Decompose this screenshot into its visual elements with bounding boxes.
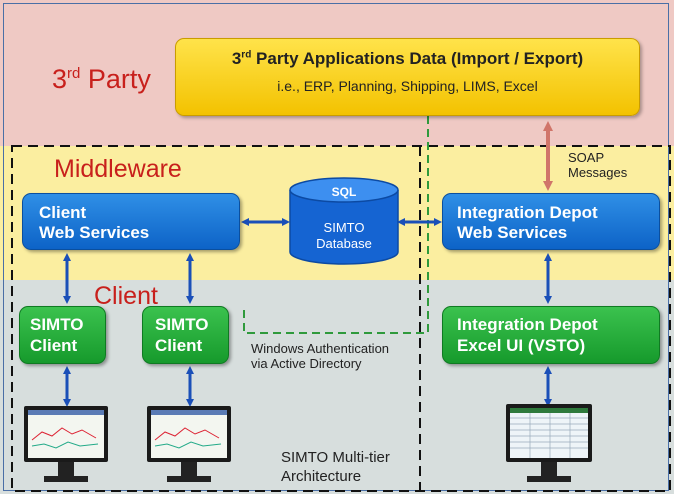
arch-line1: SIMTO Multi-tier: [281, 449, 390, 466]
winauth-line2: via Active Directory: [251, 356, 362, 371]
simto-client-box-2: SIMTO Client: [142, 306, 229, 364]
winauth-line1: Windows Authentication: [251, 341, 390, 356]
simto-client-2-line2: Client: [155, 336, 203, 355]
simto-client-2-line1: SIMTO: [155, 315, 209, 334]
monitor-icon-3: [506, 404, 592, 482]
database-icon: [289, 177, 399, 265]
idx-line1: Integration Depot: [457, 315, 598, 334]
database-tag: SQL: [331, 185, 357, 199]
client-layer-label: Client: [94, 282, 158, 310]
monitor-icon-2: [147, 406, 231, 482]
windows-auth-label: Windows Authentication via Active Direct…: [251, 341, 389, 371]
idws-line1: Integration Depot: [457, 203, 598, 222]
client-web-services-box: Client Web Services: [22, 193, 240, 250]
database-name-line1: SIMTO: [323, 220, 365, 235]
idx-line2: Excel UI (VSTO): [457, 336, 586, 355]
idws-line2: Web Services: [457, 223, 568, 242]
cws-line1: Client: [39, 203, 87, 222]
cws-line2: Web Services: [39, 223, 150, 242]
middleware-dashed-frame: [11, 145, 671, 492]
simto-client-1-line2: Client: [30, 336, 78, 355]
third-party-apps-subtitle: i.e., ERP, Planning, Shipping, LIMS, Exc…: [277, 78, 538, 94]
soap-line2: Messages: [568, 165, 628, 180]
third-party-layer-label: 3rd Party: [52, 64, 151, 94]
middleware-layer-label: Middleware: [54, 155, 182, 183]
database-name-line2: Database: [316, 236, 372, 251]
simto-client-box-1: SIMTO Client: [19, 306, 106, 364]
monitor-icon-1: [24, 406, 108, 482]
third-party-apps-title: 3rd Party Applications Data (Import / Ex…: [231, 49, 584, 68]
soap-line1: SOAP: [568, 150, 605, 165]
third-party-apps-box: 3rd Party Applications Data (Import / Ex…: [175, 38, 640, 116]
integration-depot-web-services-box: Integration Depot Web Services: [442, 193, 660, 250]
simto-client-1-line1: SIMTO: [30, 315, 84, 334]
integration-depot-excel-box: Integration Depot Excel UI (VSTO): [442, 306, 660, 364]
soap-messages-label: SOAP Messages: [568, 150, 627, 180]
arch-line2: Architecture: [281, 468, 362, 485]
architecture-caption: SIMTO Multi-tier Architecture: [281, 448, 390, 486]
